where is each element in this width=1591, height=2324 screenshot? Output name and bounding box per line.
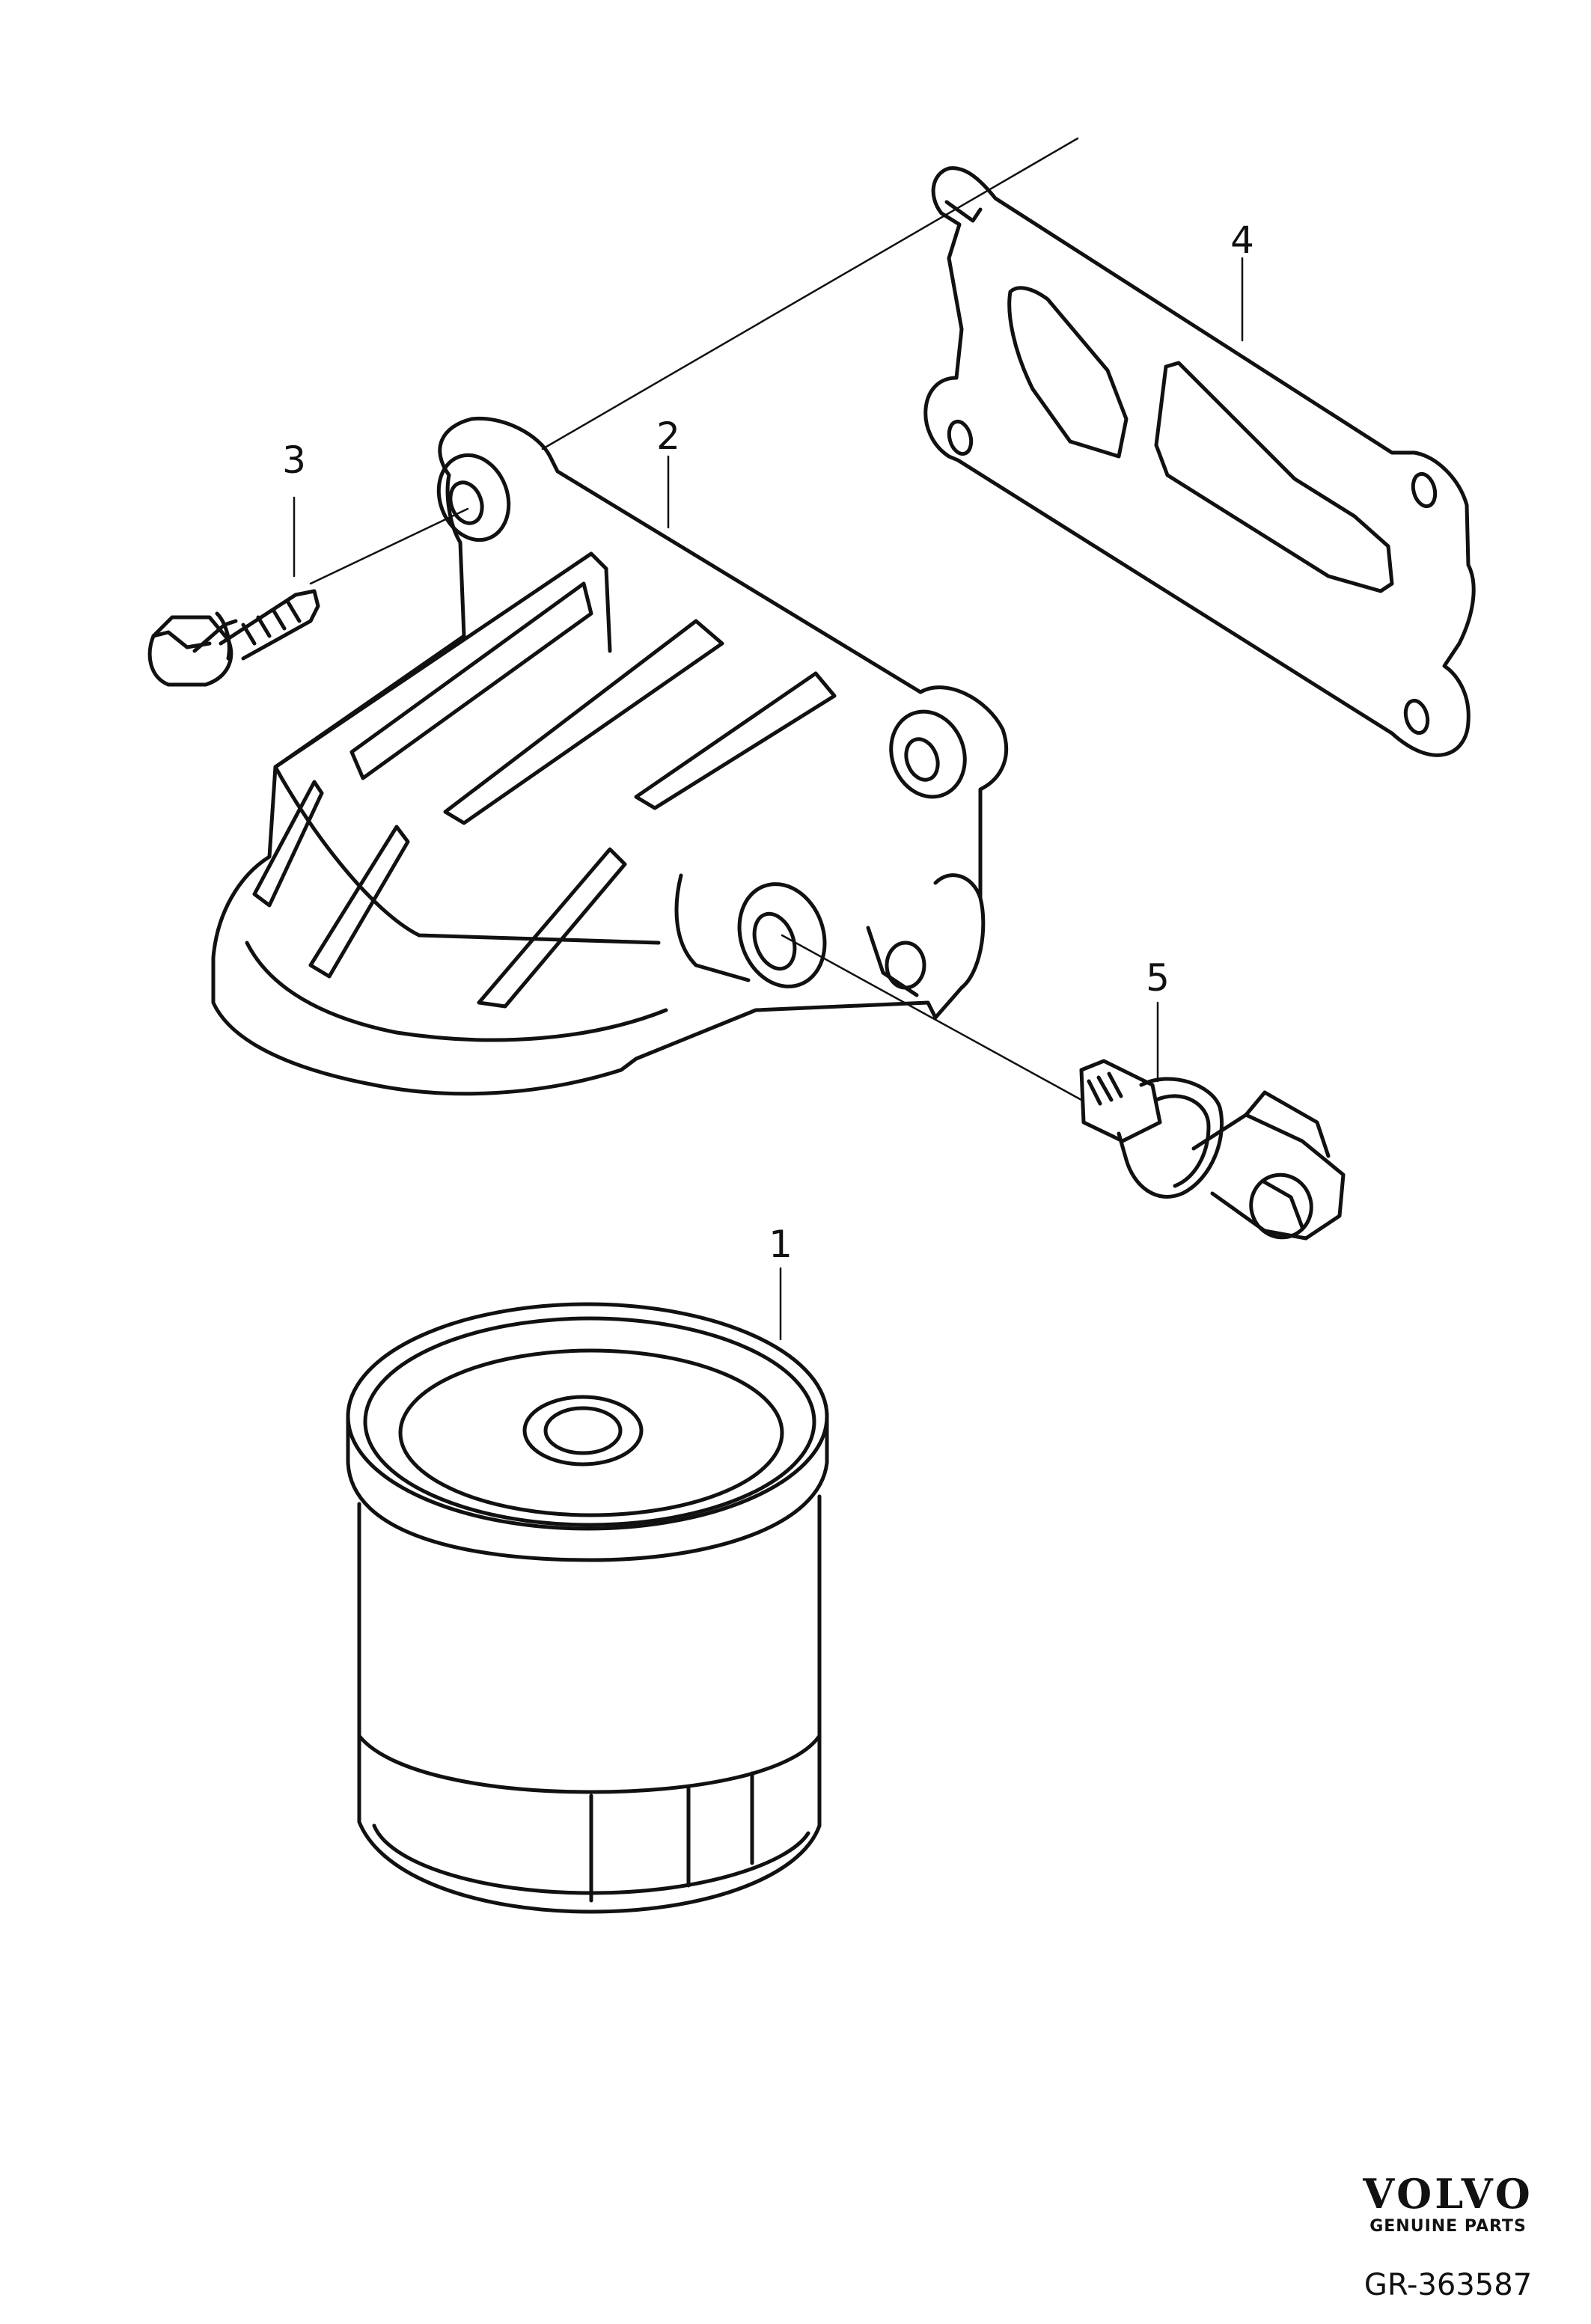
reference-number: GR-363587 <box>1364 2268 1533 2302</box>
oil-filter-part-1 <box>346 1302 829 1914</box>
bolt-part-3 <box>147 589 320 687</box>
genuine-parts-label: GENUINE PARTS <box>1369 2217 1527 2236</box>
callout-4: 4 <box>1230 218 1254 262</box>
callout-2: 2 <box>656 415 680 458</box>
gasket-part-4 <box>923 166 1476 757</box>
callout-1: 1 <box>769 1223 793 1266</box>
brand-block: VOLVO GENUINE PARTS <box>1343 2174 1553 2235</box>
callout-3: 3 <box>282 438 306 482</box>
housing-part-2 <box>211 416 1009 1096</box>
callout-5: 5 <box>1146 956 1170 1000</box>
volvo-logo: VOLVO <box>1363 2170 1533 2218</box>
sensor-part-5 <box>1079 1059 1346 1241</box>
